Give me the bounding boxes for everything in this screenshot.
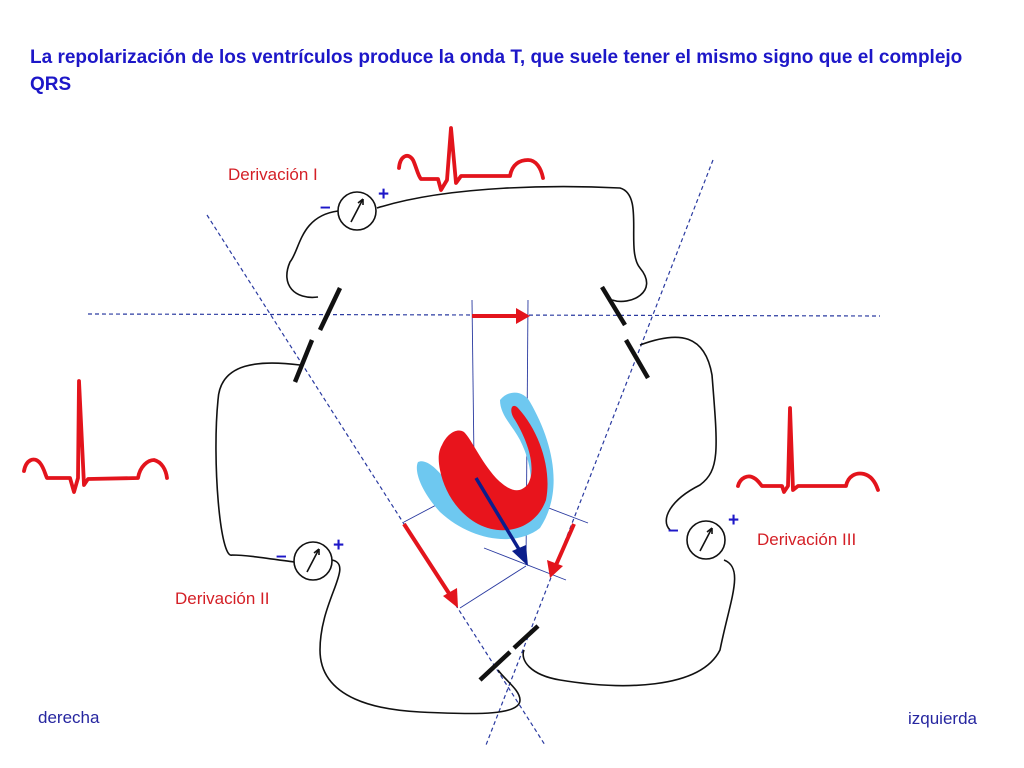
electrode-left-arm-lower [624,338,650,380]
lead-ii-wire-bottom [319,559,521,715]
lead-iii-axis [485,159,714,746]
electrode-foot-right [512,624,540,650]
projection-guides [403,299,589,609]
lead-i-wire-left [286,210,339,299]
lead-ii-minus: – [276,546,287,567]
lead-i-ecg-trace [397,126,545,192]
lead-iii-meter-icon [686,520,726,560]
lead-iii-minus: – [668,520,679,541]
lead-i-wire-right [376,185,648,303]
lead-wires [215,185,736,715]
lead-axes [87,159,881,746]
lead-ii-wire-top [215,362,301,563]
heart-inner-layer [438,405,548,531]
heart-outer-layer [416,392,554,540]
heart-vector-head [512,545,528,566]
lead-iii-ecg-trace [736,406,880,494]
side-left-label: izquierda [908,709,978,728]
projection-arrows [402,308,576,608]
heart-ventricles [416,392,554,540]
lead-iii-projection-arrow [554,523,576,566]
lead-iii-wire-bottom [522,559,736,687]
lead-ii-plus: + [333,535,344,556]
lead-i-meter-icon [337,191,377,231]
lead-i-minus: – [320,197,331,218]
lead-i-axis [87,313,881,317]
lead-iii-plus: + [728,510,739,531]
lead-ii-meter-icon [293,541,333,581]
ecg-traces [22,126,880,494]
side-right-label: derecha [38,708,100,727]
side-labels: derecha izquierda [38,708,978,728]
lead-ii-ecg-trace [22,379,169,494]
lead-iii-wire-top [639,336,717,531]
heart-vector [474,477,528,566]
electrode-foot-left [478,650,512,682]
lead-i-label: Derivación I [228,165,318,184]
electrode-right-arm-upper [317,287,343,331]
lead-ii-label: Derivación II [175,589,269,608]
lead-labels: Derivación I Derivación II Derivación II… [175,165,856,608]
polarity-signs: – + – + – + [276,184,739,567]
electrode-left-arm-upper [600,285,627,327]
slide-title: La repolarización de los ventrículos pro… [30,47,963,95]
lead-ii-projection-arrow [402,522,454,600]
lead-iii-label: Derivación III [757,530,856,549]
electrode-right-arm-lower [292,339,315,383]
electrodes [292,285,650,682]
meters [293,191,726,581]
lead-i-plus: + [378,184,389,205]
